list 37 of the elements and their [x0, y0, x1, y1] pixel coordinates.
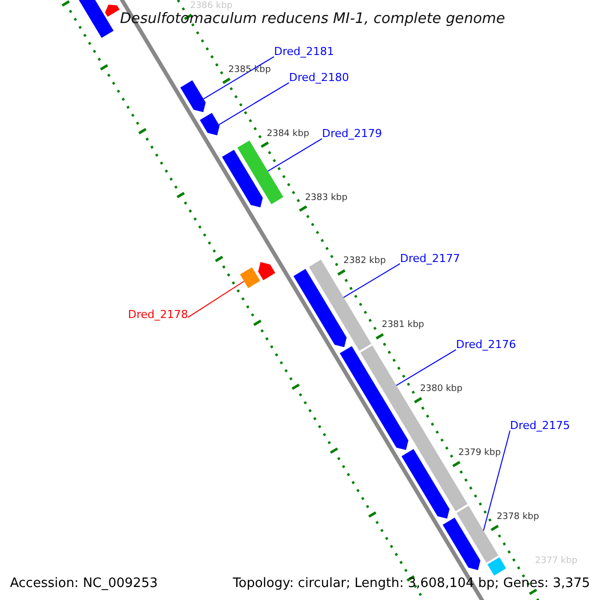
genome-summary: Topology: circular; Length: 3,608,104 bp; Genes: 3,375 [232, 577, 590, 592]
gene-segment [402, 449, 450, 519]
gene-label: Dred_2179 [322, 128, 382, 141]
title: Desulfotomaculum reducens MI-1, complete genome [120, 11, 506, 28]
gene-segment [180, 80, 206, 112]
gene-segment [487, 557, 506, 576]
gene-segment [293, 268, 347, 348]
gene-segment [105, 4, 120, 17]
scale-label: 2381 kbp [382, 320, 424, 331]
scale-label: 2380 kbp [420, 384, 462, 395]
gene-label: Dred_2181 [274, 46, 334, 59]
scale-label: 2382 kbp [343, 256, 386, 267]
leader-line [188, 280, 245, 318]
gene-segment [222, 150, 263, 208]
gene-segment [237, 140, 284, 204]
gene-segment [240, 267, 260, 288]
gene-segment [200, 112, 220, 136]
leader-line [396, 349, 456, 386]
leader-line [218, 82, 290, 126]
scale-label: 2385 kbp [228, 64, 271, 76]
gene-segment [442, 518, 480, 570]
scale-label: 2378 kbp [496, 512, 540, 522]
gene-label: Dred_2175 [510, 420, 570, 433]
gene-label: Dred_2178 [128, 309, 188, 322]
gene-label: Dred_2180 [289, 72, 349, 85]
gene-segment [340, 346, 408, 450]
accession-text: Accession: NC_009253 [10, 577, 158, 592]
scale-label: 2383 kbp [305, 192, 348, 203]
leader-line [203, 56, 274, 100]
scale-label: 2379 kbp [458, 448, 501, 458]
scale-label: 2384 kbp [266, 128, 310, 139]
gene-segment [258, 262, 276, 280]
leader-line [343, 263, 400, 298]
leader-line [267, 138, 322, 172]
gene-label: Dred_2176 [456, 339, 516, 352]
gene-label: Dred_2177 [400, 253, 460, 266]
gene-segment [456, 506, 498, 563]
